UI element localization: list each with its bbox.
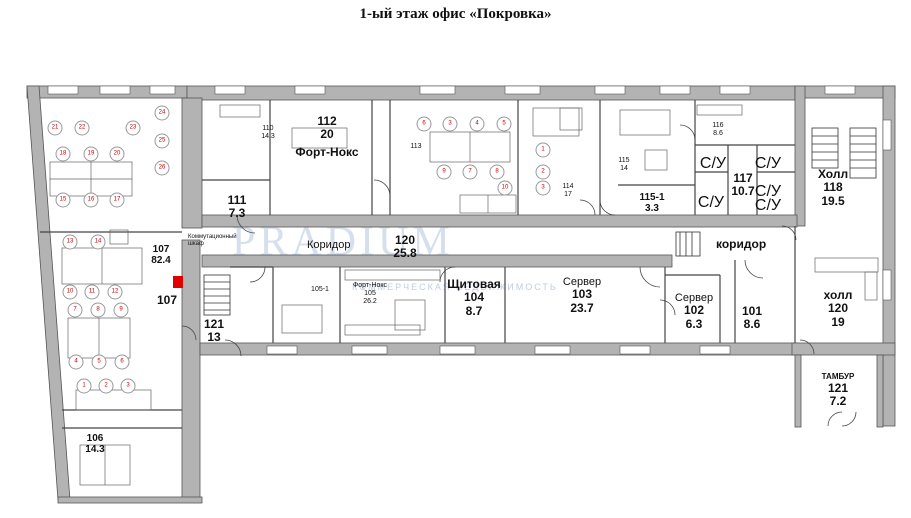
workplace-seat: 22 <box>74 120 90 136</box>
watermark-tagline: КОММЕРЧЕСКАЯ НЕДВИЖИМОСТЬ <box>352 282 558 292</box>
workplace-seat: 7 <box>462 164 478 180</box>
watermark-brand: PRADIUM <box>232 219 454 265</box>
workplace-seat: 4 <box>68 354 84 370</box>
workplace-seat: 6 <box>416 116 432 132</box>
room-label: 105-1 <box>311 286 329 293</box>
workplace-seat: 5 <box>496 116 512 132</box>
workplace-seat: 8 <box>90 302 106 318</box>
workplace-seat: 16 <box>83 192 99 208</box>
workplace-seat: 9 <box>436 164 452 180</box>
corridor-label: Коридор <box>307 239 351 251</box>
workplace-seat: 5 <box>91 354 107 370</box>
workplace-seat: 8 <box>489 164 505 180</box>
switch-cabinet-label: Коммутационный шкаф <box>188 234 237 247</box>
workplace-seat: 12 <box>107 284 123 300</box>
workplace-seat: 13 <box>62 234 78 250</box>
workplace-seat: 10 <box>62 284 78 300</box>
plan-title: 1-ый этаж офис «Покровка» <box>359 6 552 22</box>
workplace-seat: 3 <box>535 180 551 196</box>
workplace-seat: 4 <box>469 116 485 132</box>
workplace-seat: 15 <box>55 192 71 208</box>
workplace-seat: 20 <box>109 146 125 162</box>
workplace-seat: 1 <box>535 142 551 158</box>
workplace-seat: 23 <box>125 120 141 136</box>
workplace-seat: 2 <box>98 378 114 394</box>
workplace-seat: 7 <box>67 302 83 318</box>
workplace-seat: 18 <box>55 146 71 162</box>
workplace-seat: 26 <box>154 160 170 176</box>
workplace-seat: 10 <box>497 180 513 196</box>
room-label: 107 <box>156 293 178 307</box>
room-label: 113 <box>410 143 422 150</box>
workplace-seat: 3 <box>120 378 136 394</box>
wc-label: С/У <box>754 155 782 172</box>
workplace-seat: 9 <box>113 302 129 318</box>
wc-label: С/У <box>699 155 727 172</box>
workplace-seat: 19 <box>83 146 99 162</box>
wc-label: С/У <box>754 197 782 214</box>
workplace-seat: 11 <box>84 284 100 300</box>
workplace-seat: 1 <box>76 378 92 394</box>
workplace-seat: 24 <box>154 105 170 121</box>
workplace-seat: 3 <box>442 116 458 132</box>
workplace-seat: 21 <box>47 120 63 136</box>
workplace-seat: 2 <box>535 164 551 180</box>
workplace-seat: 14 <box>90 234 106 250</box>
switch-cabinet-marker <box>173 276 183 288</box>
workplace-seat: 17 <box>109 192 125 208</box>
workplace-seat: 6 <box>114 354 130 370</box>
workplace-seat: 25 <box>154 133 170 149</box>
corridor-label: коридор <box>716 237 767 251</box>
wc-label: С/У <box>754 183 782 200</box>
wc-label: С/У <box>697 194 725 211</box>
